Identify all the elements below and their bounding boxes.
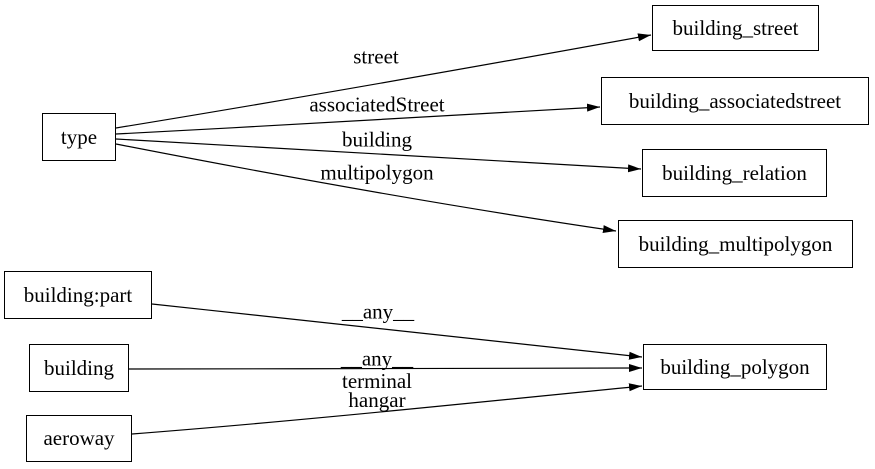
node-building-relation: building_relation bbox=[642, 149, 827, 197]
edge-label-street: street bbox=[353, 44, 399, 69]
node-type: type bbox=[42, 113, 116, 161]
edge-building-building_polygon bbox=[128, 364, 643, 373]
node-building-street-label: building_street bbox=[672, 15, 799, 40]
node-building-polygon: building_polygon bbox=[643, 344, 827, 390]
node-building-part-label: building:part bbox=[23, 282, 133, 307]
node-building-multipolygon: building_multipolygon bbox=[618, 220, 853, 268]
edge-type-building_multipolygon bbox=[115, 143, 617, 234]
edge-label-terminal-hangar: terminal hangar bbox=[342, 369, 412, 412]
edge-label-building: building bbox=[341, 127, 413, 152]
node-building-associatedstreet: building_associatedstreet bbox=[601, 77, 869, 125]
node-type-label: type bbox=[60, 124, 98, 149]
node-building-polygon-label: building_polygon bbox=[660, 354, 810, 379]
edge-type-building_associatedstreet bbox=[115, 103, 601, 135]
node-building-street: building_street bbox=[652, 5, 819, 51]
edge-label-associatedstreet: associatedStreet bbox=[309, 92, 445, 117]
node-building-label: building bbox=[43, 355, 114, 380]
node-building-relation-label: building_relation bbox=[662, 160, 807, 185]
edge-label-any-buildingpart: __any__ bbox=[341, 299, 415, 324]
node-building-associatedstreet-label: building_associatedstreet bbox=[628, 88, 842, 113]
edge-aeroway-building_polygon bbox=[131, 383, 643, 435]
edge-building_part-building_polygon bbox=[151, 303, 643, 360]
node-aeroway-label: aeroway bbox=[43, 426, 115, 450]
edge-type-building_street bbox=[115, 33, 652, 129]
node-building-multipolygon-label: building_multipolygon bbox=[638, 231, 833, 256]
edge-label-multipolygon: multipolygon bbox=[320, 160, 434, 185]
node-aeroway: aeroway bbox=[26, 415, 132, 462]
node-building-part: building:part bbox=[4, 271, 152, 319]
node-building: building bbox=[29, 344, 129, 392]
edge-label-any-building: __any__ bbox=[340, 346, 414, 371]
